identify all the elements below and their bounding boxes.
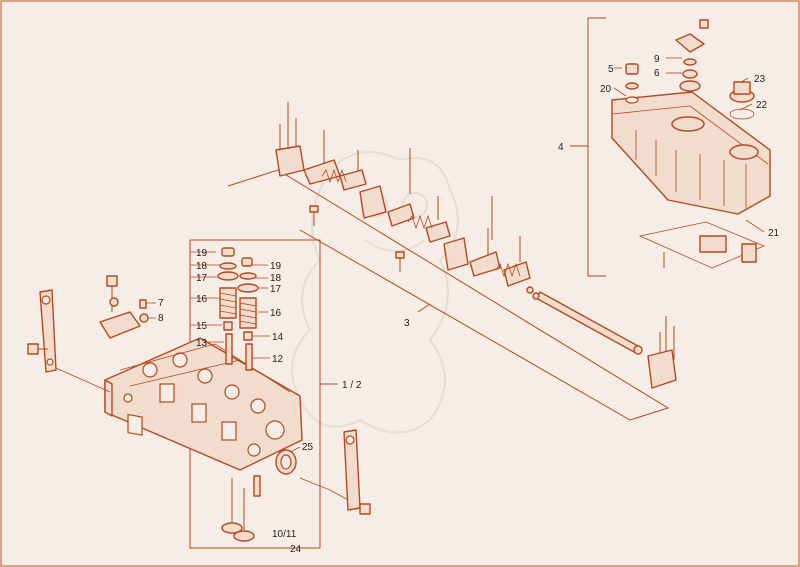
callout-18-right: 18: [270, 273, 282, 284]
callout-20: 20: [600, 84, 612, 95]
rocker-supports: [275, 145, 677, 389]
callout-23: 23: [754, 74, 766, 85]
callout-9: 9: [654, 54, 660, 65]
cylinder-head: [104, 337, 303, 471]
rocker-shaft: [526, 286, 643, 355]
callout-12: 12: [272, 354, 284, 365]
callout-13: 13: [196, 338, 208, 349]
callout-4: 4: [558, 142, 564, 153]
callout-17-right: 17: [270, 284, 282, 295]
callout-16-right: 16: [270, 308, 282, 319]
oil-filler-cap: [729, 81, 755, 120]
callout-21: 21: [768, 228, 780, 239]
callout-16-left: 16: [196, 294, 208, 305]
callout-labels: 5 6 9 20 23 22 21 4 3 1 / 2 19 18 17 16 …: [158, 54, 780, 555]
breather-parts: [625, 19, 709, 92]
valve-spring-stack-right: [237, 257, 259, 371]
lifting-bracket-right: [343, 429, 371, 515]
callout-3: 3: [404, 318, 410, 329]
callout-7: 7: [158, 298, 164, 309]
bracket-lines: [146, 17, 765, 549]
callout-19-left: 19: [196, 248, 208, 259]
callout-15: 15: [196, 321, 208, 332]
rocker-springs: [321, 168, 521, 278]
head-rocker-support: [99, 275, 141, 339]
callout-19-right: 19: [270, 261, 282, 272]
valve-spring-stack-left: [217, 247, 239, 365]
callout-22: 22: [756, 100, 768, 111]
valve-cover-gasket: [638, 221, 766, 269]
callout-8: 8: [158, 313, 164, 324]
rocker-small-bolts: [309, 205, 405, 272]
callout-5: 5: [608, 64, 614, 75]
callout-6: 6: [654, 68, 660, 79]
callout-24: 24: [290, 544, 302, 555]
valve-cover: [611, 91, 771, 215]
bolt-left: [27, 343, 48, 355]
rocker-arms: [303, 159, 531, 287]
callout-17-left: 17: [196, 273, 208, 284]
part-7-8: [139, 299, 149, 323]
seal-ring: [275, 449, 297, 475]
callout-10-11: 10/11: [272, 529, 297, 540]
lifting-bracket-left: [39, 289, 111, 393]
callout-18-left: 18: [196, 261, 208, 272]
callout-14: 14: [272, 332, 284, 343]
intake-exhaust-valves: [221, 475, 261, 542]
callout-25: 25: [302, 442, 314, 453]
callout-1-2: 1 / 2: [342, 380, 362, 391]
